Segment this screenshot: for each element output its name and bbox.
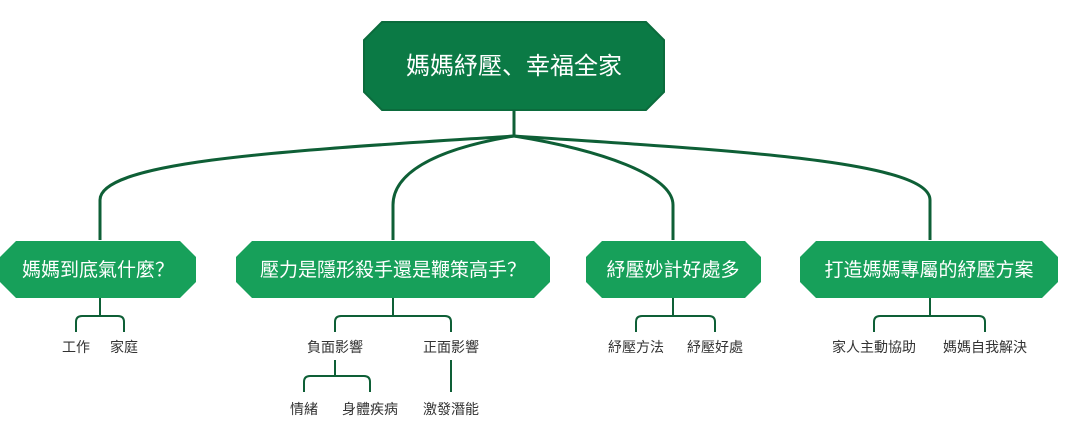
- leaf-family[interactable]: 家庭: [110, 339, 138, 356]
- branch-node-4[interactable]: 打造媽媽專屬的紓壓方案: [800, 241, 1058, 298]
- root-label: 媽媽紓壓、幸福全家: [406, 52, 622, 80]
- leaf-positive-effects[interactable]: 正面影響: [423, 339, 479, 356]
- branch-4-label: 打造媽媽專屬的紓壓方案: [824, 259, 1033, 281]
- branch-3-label: 紓壓妙計好處多: [606, 259, 739, 281]
- leaf-unlock-potential[interactable]: 激發潛能: [423, 401, 479, 418]
- leaf-relief-benefits[interactable]: 紓壓好處: [687, 340, 743, 356]
- branch-node-1[interactable]: 媽媽到底氣什麼？: [0, 241, 196, 298]
- branch-1-label: 媽媽到底氣什麼？: [22, 259, 174, 281]
- leaf-relief-methods[interactable]: 紓壓方法: [608, 340, 664, 356]
- connector-branch-4: [513, 134, 932, 240]
- b1-bracket: [75, 315, 125, 332]
- b3-bracket: [635, 315, 716, 332]
- connector-branch-2: [391, 134, 515, 240]
- root-node[interactable]: 媽媽紓壓、幸福全家: [363, 21, 665, 111]
- b2-neg-bracket: [303, 375, 371, 392]
- branch-node-2[interactable]: 壓力是隱形殺手還是鞭策高手？: [236, 241, 550, 298]
- branch-1-shape: [0, 241, 196, 298]
- connector-branch-1: [98, 134, 515, 240]
- root-shape: [363, 21, 665, 111]
- leaf-negative-effects[interactable]: 負面影響: [307, 339, 363, 356]
- branch-node-3[interactable]: 紓壓妙計好處多: [586, 241, 761, 298]
- branch-2-label: 壓力是隱形殺手還是鞭策高手？: [260, 259, 526, 281]
- leaf-self-solve[interactable]: 媽媽自我解決: [943, 340, 1027, 356]
- branch-2-shape: [236, 241, 550, 298]
- leaf-work[interactable]: 工作: [62, 340, 90, 356]
- leaf-labels: 工作 家庭 負面影響 正面影響 情緒 身體疾病 激發潛能 紓壓方法 紓壓好處 家…: [62, 339, 1027, 418]
- leaf-connectors: [75, 298, 986, 392]
- leaf-emotions[interactable]: 情緒: [290, 402, 318, 418]
- root-connectors: [98, 110, 932, 240]
- branch-3-shape: [586, 241, 761, 298]
- b4-bracket: [873, 315, 986, 332]
- leaf-physical-illness[interactable]: 身體疾病: [342, 402, 398, 418]
- leaf-family-help[interactable]: 家人主動協助: [832, 339, 916, 356]
- b2-bracket: [334, 315, 452, 332]
- connector-branch-3: [513, 134, 675, 240]
- branch-4-shape: [800, 241, 1058, 298]
